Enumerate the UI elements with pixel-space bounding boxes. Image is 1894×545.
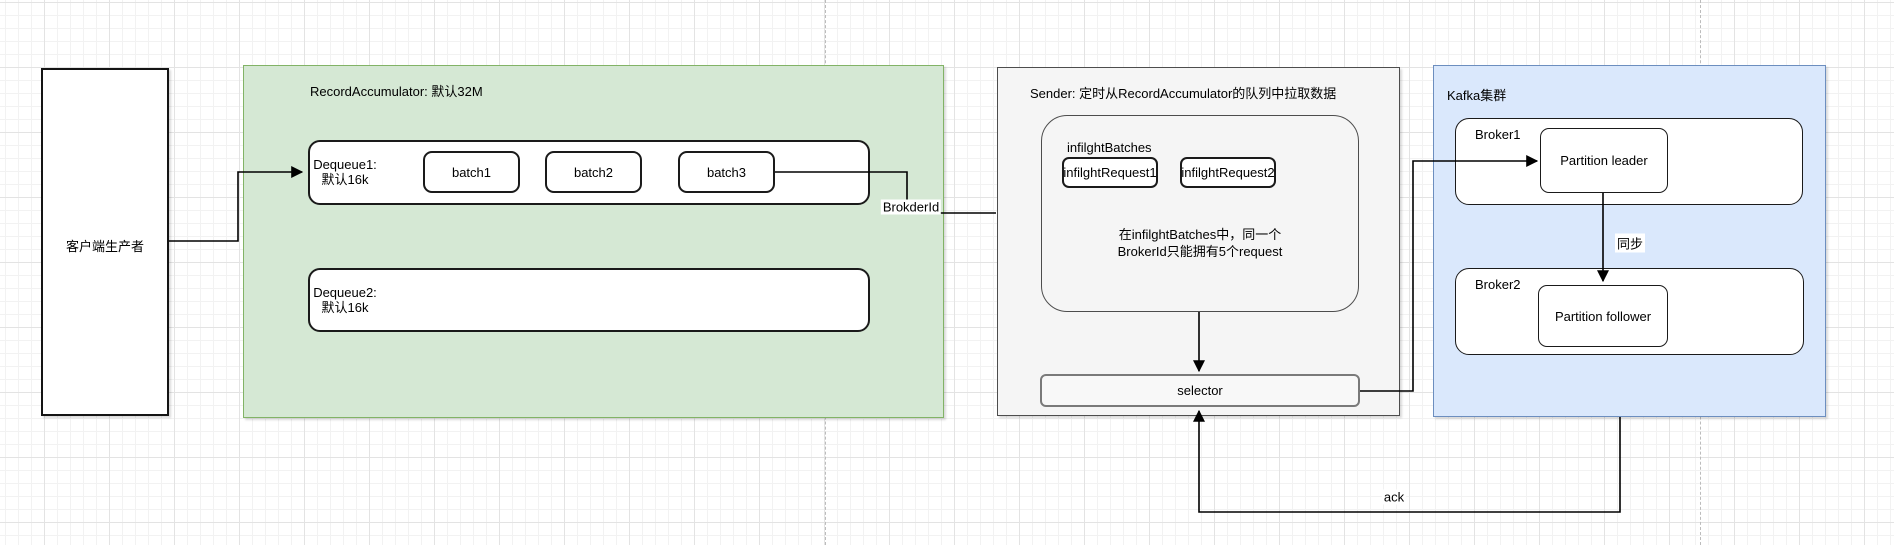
inflight-request1-box[interactable]: infilghtRequest1 [1062, 157, 1158, 188]
partition-leader-box[interactable]: Partition leader [1540, 128, 1668, 193]
batch1-box[interactable]: batch1 [423, 151, 520, 193]
broker2-label: Broker2 [1475, 277, 1521, 292]
partition-follower-label: Partition follower [1554, 308, 1652, 324]
partition-leader-label: Partition leader [1560, 153, 1648, 168]
batch2-label: batch2 [573, 164, 614, 180]
dequeue1-label: Dequeue1: 默认16k [300, 157, 390, 188]
selector-label: selector [1177, 383, 1223, 398]
edge-label-sync[interactable]: 同步 [1614, 233, 1646, 253]
edge-batch3-to-sender[interactable] [775, 171, 996, 214]
partition-follower-box[interactable]: Partition follower [1538, 285, 1668, 347]
batch3-label: batch3 [706, 164, 747, 180]
edge-label-brokderid[interactable]: BrokderId [880, 199, 942, 215]
inflight-note-line2: BrokerId只能拥有5个request [1117, 244, 1283, 260]
inflight-batches-title: infilghtBatches [1067, 140, 1152, 155]
inflight-note: 在infilghtBatches中，同一个 BrokerId只能拥有5个requ… [1041, 226, 1359, 260]
edge-selector-to-partition-leader[interactable] [1360, 155, 1539, 392]
inflight-request2-box[interactable]: infilghtRequest2 [1180, 157, 1276, 188]
kafka-cluster-title: Kafka集群 [1447, 88, 1507, 103]
inflight-request1-label: infilghtRequest1 [1063, 165, 1157, 180]
client-producer-label: 客户端生产者 [65, 239, 144, 254]
dequeue2-box[interactable] [308, 268, 870, 332]
dequeue2-size: 默认16k [321, 299, 369, 315]
broker1-label: Broker1 [1475, 127, 1521, 142]
record-accumulator-title: RecordAccumulator: 默认32M [310, 84, 483, 99]
batch2-box[interactable]: batch2 [545, 151, 642, 193]
edge-label-ack[interactable]: ack [1381, 489, 1407, 505]
inflight-batches-box[interactable] [1041, 115, 1359, 312]
inflight-request2-label: infilghtRequest2 [1181, 165, 1275, 180]
dequeue2-label: Dequeue2: 默认16k [300, 285, 390, 316]
dequeue2-name: Dequeue2: [313, 285, 377, 300]
inflight-note-line1: 在infilghtBatches中，同一个 [1118, 227, 1282, 242]
dequeue1-name: Dequeue1: [313, 157, 377, 172]
sender-title: Sender: 定时从RecordAccumulator的队列中拉取数据 [1030, 86, 1337, 101]
client-producer-box[interactable] [41, 68, 169, 416]
batch1-label: batch1 [451, 164, 492, 180]
selector-box[interactable]: selector [1040, 374, 1360, 407]
edge-producer-to-dequeue1[interactable] [169, 166, 304, 242]
dequeue1-size: 默认16k [321, 171, 369, 187]
edge-cluster-ack-to-selector[interactable] [1193, 409, 1621, 513]
record-accumulator-box[interactable] [243, 65, 944, 418]
batch3-box[interactable]: batch3 [678, 151, 775, 193]
